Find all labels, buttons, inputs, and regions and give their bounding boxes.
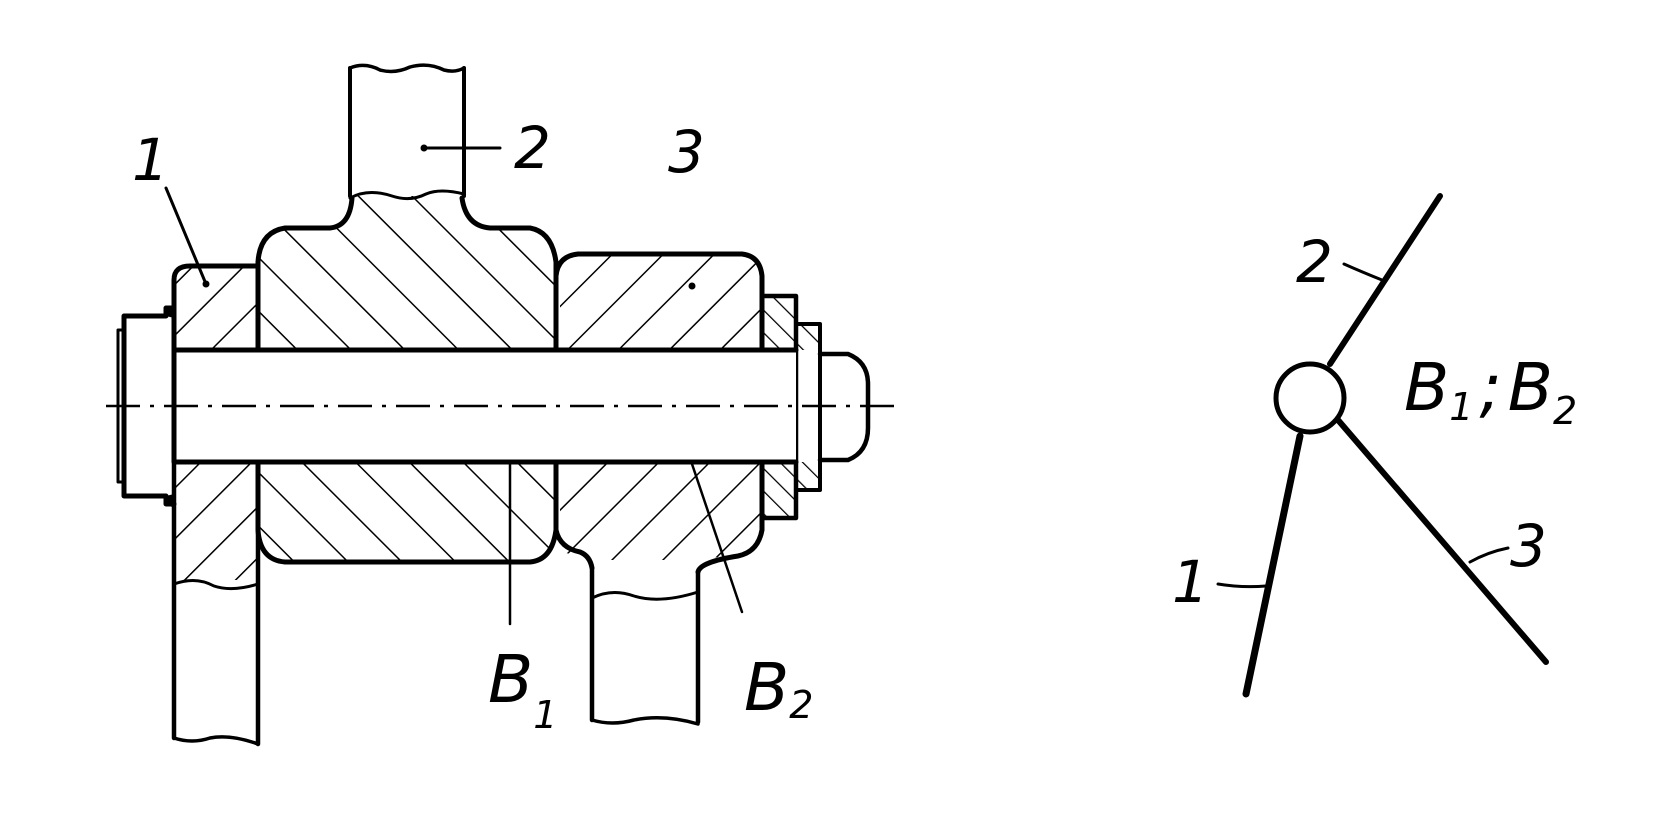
scheme-joint-b1-b2 [1273,361,1347,435]
scheme-leader-2 [1342,262,1384,282]
link-1-body [171,263,261,747]
assembly-label-2: 2 [514,114,551,182]
assembly-label-b1: B1 [488,641,557,737]
scheme-link-3 [1335,417,1549,665]
assembly-label-3: 3 [668,118,705,186]
scheme-label-joint: B1;B2 [1404,349,1577,433]
link-2-rod [348,63,466,201]
scheme-label-2: 2 [1296,228,1333,296]
leader-b2 [690,462,744,614]
link-3-body [553,251,765,726]
scheme-link-2 [1327,193,1443,367]
scheme-link-1 [1242,432,1304,698]
kinematic-scheme: 2 1 3 B1;B2 [1172,193,1577,698]
scheme-label-3: 3 [1510,512,1547,580]
assembly-label-b2: B2 [744,649,813,727]
scheme-label-1: 1 [1172,548,1209,616]
scheme-leader-1 [1216,582,1268,589]
assembly-section: 1 2 3 B1 B2 [106,63,904,747]
assembly-label-1: 1 [132,126,169,194]
link-2-hub [255,195,559,565]
leader-1 [164,186,208,286]
scheme-leader-3 [1468,546,1510,564]
